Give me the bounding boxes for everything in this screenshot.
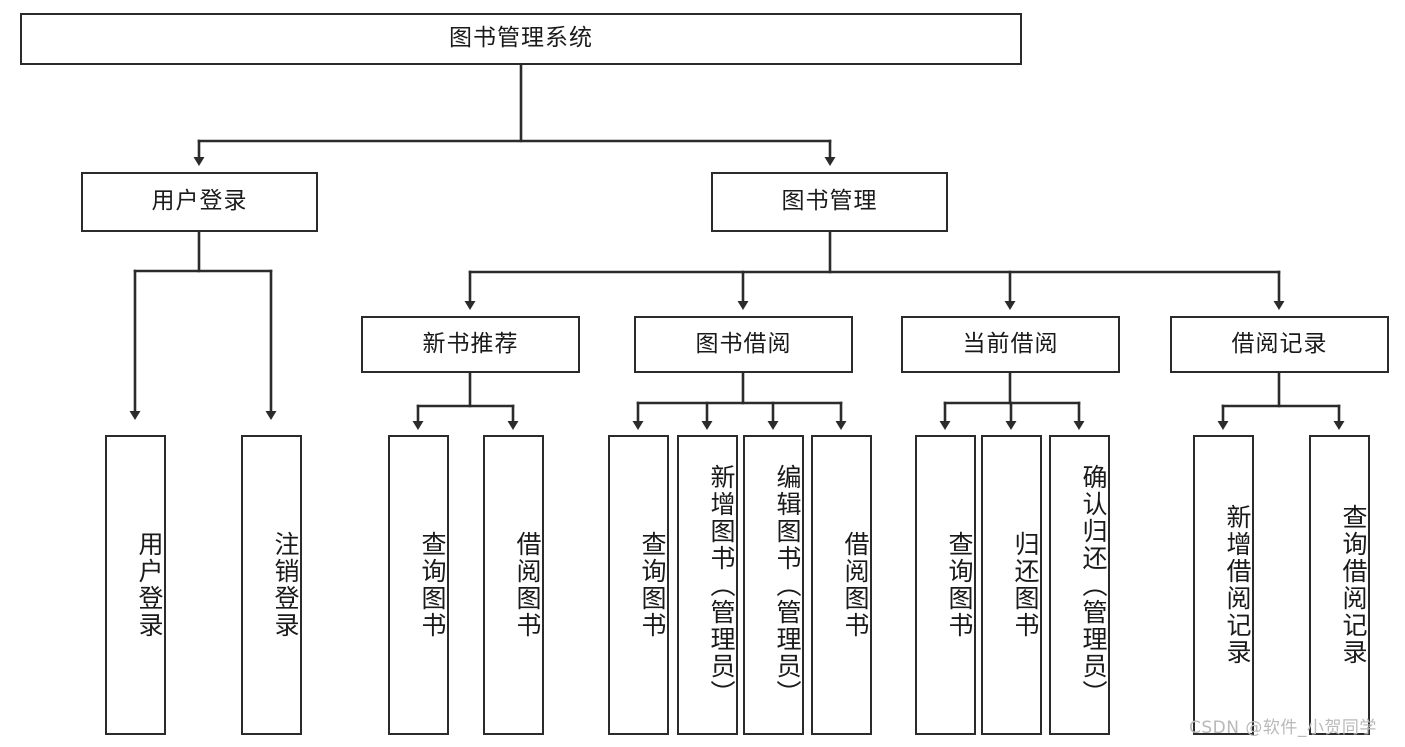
node-user-login-label: 用户登录 bbox=[151, 188, 248, 215]
node-root[interactable]: 图书管理系统 bbox=[20, 13, 1022, 65]
node-leaf-add-record[interactable]: 新增借阅记录 bbox=[1193, 435, 1254, 735]
node-new-book-recommend-label: 新书推荐 bbox=[422, 330, 519, 357]
node-leaf-logout-login-label: 注销登录 bbox=[271, 531, 300, 639]
node-current-borrow[interactable]: 当前借阅 bbox=[901, 316, 1120, 373]
node-leaf-edit-book[interactable]: 编辑图书（管理员） bbox=[743, 435, 804, 735]
node-leaf-return-book[interactable]: 归还图书 bbox=[981, 435, 1042, 735]
node-borrow-record-label: 借阅记录 bbox=[1231, 330, 1328, 357]
node-leaf-user-login-label: 用户登录 bbox=[135, 531, 164, 639]
node-leaf-add-book[interactable]: 新增图书（管理员） bbox=[677, 435, 738, 735]
node-book-manage[interactable]: 图书管理 bbox=[711, 172, 948, 232]
node-leaf-query-book-2[interactable]: 查询图书 bbox=[608, 435, 669, 735]
node-leaf-borrow-book-1[interactable]: 借阅图书 bbox=[483, 435, 544, 735]
node-book-borrow-label: 图书借阅 bbox=[695, 330, 792, 357]
node-current-borrow-label: 当前借阅 bbox=[962, 330, 1059, 357]
node-root-label: 图书管理系统 bbox=[449, 25, 593, 52]
node-user-login[interactable]: 用户登录 bbox=[81, 172, 318, 232]
node-leaf-borrow-book-2[interactable]: 借阅图书 bbox=[811, 435, 872, 735]
node-leaf-confirm-return[interactable]: 确认归还（管理员） bbox=[1049, 435, 1110, 735]
node-leaf-add-record-label: 新增借阅记录 bbox=[1223, 504, 1252, 666]
csdn-watermark: CSDN @软件_小贺同学 bbox=[1189, 718, 1377, 738]
node-book-manage-label: 图书管理 bbox=[781, 188, 878, 215]
node-leaf-add-book-label: 新增图书（管理员） bbox=[707, 463, 736, 707]
node-leaf-query-record-label: 查询借阅记录 bbox=[1339, 504, 1368, 666]
node-book-borrow[interactable]: 图书借阅 bbox=[634, 316, 853, 373]
node-leaf-query-record[interactable]: 查询借阅记录 bbox=[1309, 435, 1370, 735]
node-leaf-query-book-1[interactable]: 查询图书 bbox=[388, 435, 449, 735]
node-leaf-logout-login[interactable]: 注销登录 bbox=[241, 435, 302, 735]
node-leaf-query-book-3-label: 查询图书 bbox=[945, 531, 974, 639]
node-borrow-record[interactable]: 借阅记录 bbox=[1170, 316, 1389, 373]
node-new-book-recommend[interactable]: 新书推荐 bbox=[361, 316, 580, 373]
node-leaf-query-book-3[interactable]: 查询图书 bbox=[915, 435, 976, 735]
node-leaf-borrow-book-2-label: 借阅图书 bbox=[841, 531, 870, 639]
node-leaf-confirm-return-label: 确认归还（管理员） bbox=[1079, 463, 1108, 707]
node-leaf-edit-book-label: 编辑图书（管理员） bbox=[773, 463, 802, 707]
node-leaf-user-login[interactable]: 用户登录 bbox=[105, 435, 166, 735]
node-leaf-query-book-2-label: 查询图书 bbox=[638, 531, 667, 639]
node-leaf-borrow-book-1-label: 借阅图书 bbox=[513, 531, 542, 639]
node-leaf-query-book-1-label: 查询图书 bbox=[418, 531, 447, 639]
node-leaf-return-book-label: 归还图书 bbox=[1011, 531, 1040, 639]
